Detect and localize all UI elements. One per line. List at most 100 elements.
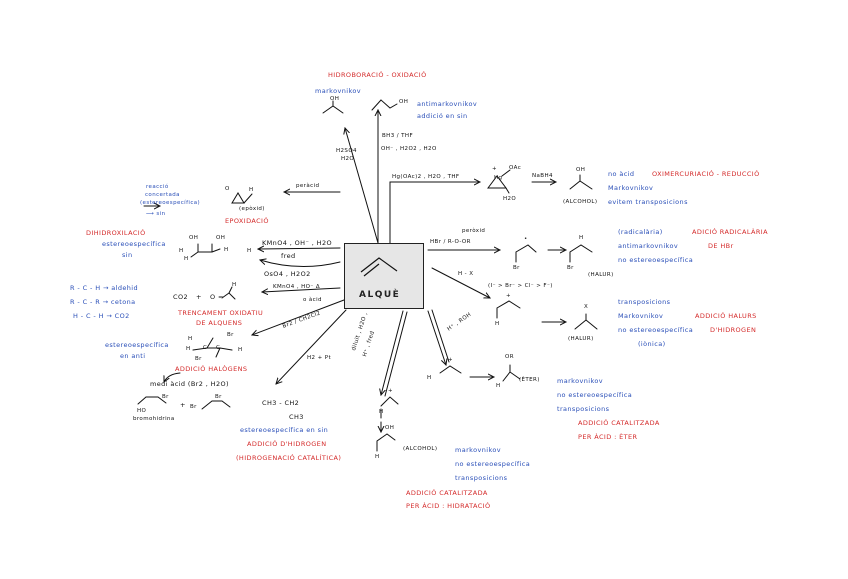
h-label: H [495, 321, 500, 327]
alkene-skeletal-icon [360, 257, 398, 277]
halide-product-label: (HALUR) [568, 336, 594, 342]
ethane-line-1: CH3 - CH2 [262, 399, 300, 407]
reagent-peroxide: peròxid [462, 228, 486, 234]
reagent-nabh4: NaBH4 [532, 173, 553, 179]
markovnikov-note: markovnikov [315, 87, 362, 95]
halide-product-label: (HALUR) [588, 272, 614, 278]
oac-label: OAc [509, 165, 522, 171]
or-label: OR [505, 354, 514, 360]
br-label: Br [227, 332, 234, 338]
hydrogen-halide-title: ADDICIÓ HALURS [695, 312, 757, 320]
syn-note: ⟶ sin [146, 211, 166, 217]
arrow-oximercuration [389, 182, 480, 244]
ethane-line-2: CH3 [289, 413, 304, 421]
oh-label: OH [385, 425, 395, 431]
reagent-h2-pt: H2 + Pt [307, 355, 332, 361]
concerted-note: reacció [146, 184, 169, 190]
not-stereospecific-note: no estereoespecífica [557, 391, 633, 399]
halide-order: (I⁻ > Br⁻ > Cl⁻ > F⁻) [488, 283, 553, 289]
reagent-oxidation: OH⁻ , H2O2 , H2O [381, 146, 437, 152]
h-label: H [224, 247, 229, 253]
br-label: Br [162, 394, 169, 400]
h-label: H [179, 248, 184, 254]
acid-catalyzed-title: ADDICIÓ CATALITZADA [406, 489, 488, 497]
alcohol-product-label: (ALCOHOL) [403, 446, 438, 452]
hydroboration-title: HIDROBORACIÓ - OXIDACIÓ [328, 71, 427, 79]
o-label: O [225, 186, 230, 192]
ether-product-label: (ÈTER) [519, 377, 540, 383]
h-label: H [188, 336, 193, 342]
oxidative-cleavage-title: TRENCAMENT OXIDATIU [178, 309, 264, 317]
no-acid-note: no àcid [608, 170, 635, 178]
carbocation-plus: + [506, 293, 512, 299]
acid-ether-title: PER ÀCID : ÈTER [578, 433, 638, 441]
h-label: H [496, 383, 501, 389]
arrow-hydration [381, 310, 404, 395]
hydrogen-halide-title-2: D'HIDROGEN [710, 326, 757, 334]
concerted-note-2: concertada [145, 192, 180, 198]
reagent-peracid: peràcid [296, 183, 320, 189]
h-label: H [247, 248, 252, 254]
reagent-oso4: OsO4 , H2O2 [264, 270, 311, 278]
h2o-label: H2O [503, 196, 517, 202]
h-label: H [427, 375, 432, 381]
bromohydrin-label: bromohidrina [133, 416, 175, 422]
h-label: H [232, 282, 237, 288]
markovnikov-note: Markovnikov [618, 312, 664, 320]
carbonyl-product: O = [210, 293, 224, 301]
acid-medium-note: medi àcid (Br2 , H2O) [150, 380, 229, 388]
carbocation-plus: + [448, 357, 454, 363]
alcohol-product-label: (ALCOHOL) [563, 199, 598, 205]
reagent-kmno4-cold: KMnO4 , OH⁻ , H2O [262, 239, 333, 247]
reagent-hx: H - X [458, 271, 474, 277]
br-label: Br [513, 265, 520, 271]
oh-label: OH [216, 235, 226, 241]
oh-label: OH [576, 167, 586, 173]
arrow-markovnikov-hydration [345, 128, 379, 244]
radical-addition-title-2: DE HBr [708, 242, 734, 250]
ionic-note: (iònica) [638, 340, 666, 348]
reagent-bh3-thf: BH3 / THF [382, 133, 414, 139]
radical-dot: • [524, 236, 528, 242]
stereospecific-note: (estereoespecífica) [140, 200, 201, 206]
oh-label: OH [189, 235, 199, 241]
antimarkovnikov-note: antimarkovnikov [417, 100, 478, 108]
molecule-2-propanol [322, 100, 344, 114]
h-label: H [249, 187, 254, 193]
h-label: H [184, 256, 189, 262]
ketone-rule: R - C - R → cetona [70, 298, 136, 306]
c-label: C [203, 345, 208, 351]
not-stereospecific-note: no estereoespecífica [455, 460, 531, 468]
plus-charge: + [492, 166, 498, 172]
hg-label: Hg [494, 175, 503, 181]
h-label: H [379, 409, 384, 415]
ho-label: HO [137, 408, 147, 414]
reagent-acid: o àcid [303, 297, 322, 303]
alkene-center-node: ALQUÈ [344, 243, 424, 309]
not-stereospecific-note: no estereoespecífica [618, 256, 694, 264]
arrow-kmno4-cold [258, 248, 341, 249]
oximercuration-title: OXIMERCURIACIÓ - REDUCCIÓ [652, 170, 760, 178]
halogen-addition-title: ADDICIÓ HALÒGENS [175, 365, 248, 373]
br-label: Br [190, 404, 197, 410]
reagent-h2o: H2O [341, 156, 355, 162]
radical-addition-title: ADICIÓ RADICALÀRIA [692, 228, 768, 236]
x-label: X [584, 304, 589, 310]
arrow-oso4 [260, 260, 341, 267]
br-label: Br [195, 356, 202, 362]
h-label: H [579, 235, 584, 241]
not-stereospecific-note: no estereoespecífica [618, 326, 694, 334]
anti-note: en anti [120, 352, 146, 360]
arrow-halogenation [252, 299, 345, 335]
catalytic-hydrogenation-title: (HIDROGENACIÓ CATALÍTICA) [236, 454, 342, 462]
syn-stereospecific-note: estereoespecífica en sin [240, 426, 329, 434]
markovnikov-note: markovnikov [557, 377, 604, 385]
epoxide-product-label: (epòxid) [239, 206, 265, 212]
co2-product: CO2 [173, 293, 188, 301]
dihydroxylation-title: DIHIDROXILACIÓ [86, 229, 146, 237]
reagent-hg-oac: Hg(OAc)2 , H2O , THF [392, 174, 460, 180]
c-label: C [216, 345, 221, 351]
molecule-1-propanol [371, 99, 398, 111]
h-label: H [238, 347, 243, 353]
syn-note: sin [122, 251, 133, 259]
